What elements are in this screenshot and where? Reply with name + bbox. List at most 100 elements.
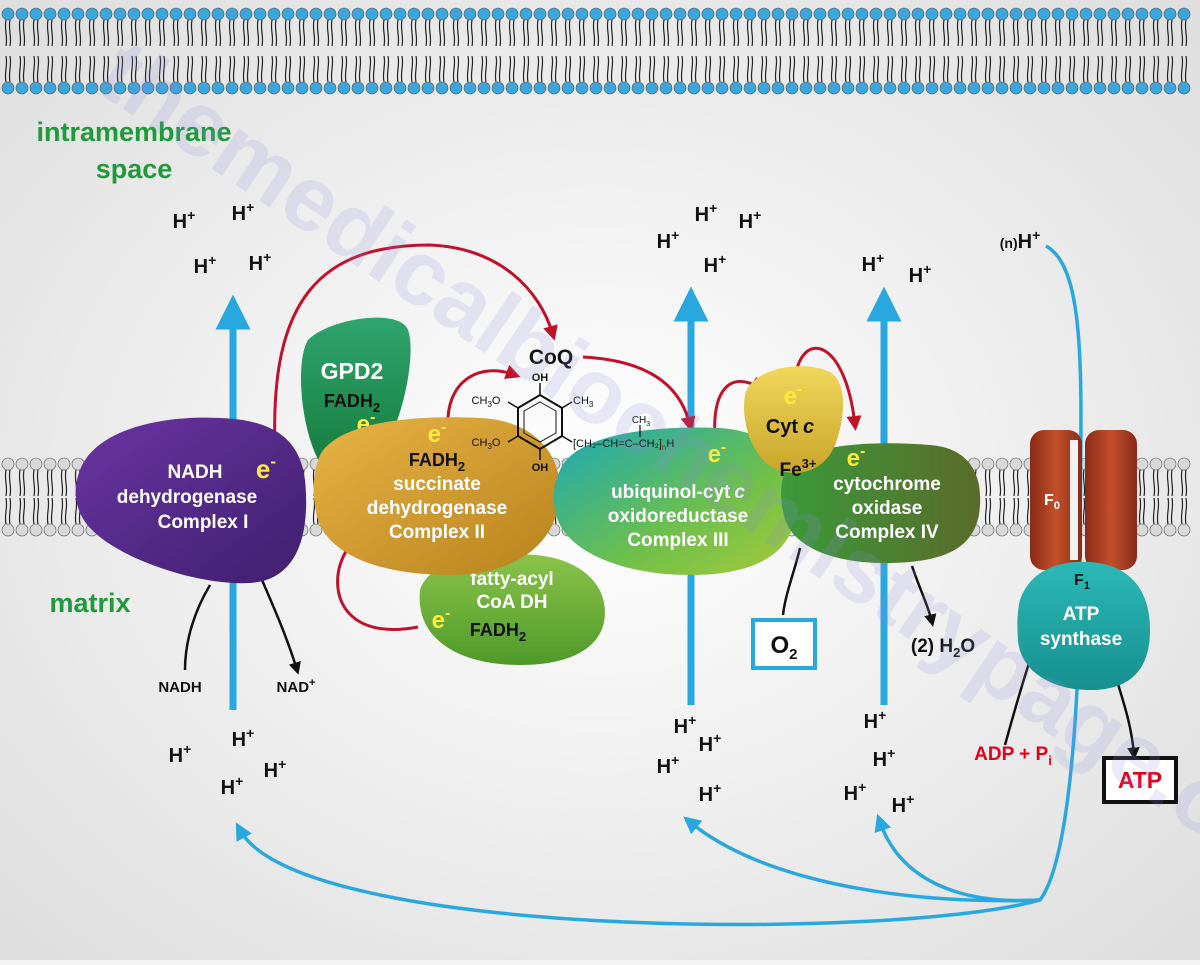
lipid-head bbox=[351, 81, 365, 95]
lipid-tail bbox=[1124, 19, 1128, 47]
complex-ii-fadh2: FADH2 bbox=[409, 450, 465, 474]
lipid-tail bbox=[46, 497, 50, 525]
lipid-tail bbox=[60, 469, 64, 497]
lipid-tail bbox=[1138, 497, 1142, 525]
lipid-tail bbox=[74, 19, 78, 47]
lipid-tail bbox=[1152, 497, 1156, 525]
gpd2-fadh2: FADH2 bbox=[324, 391, 380, 415]
lipid-tail bbox=[746, 55, 750, 83]
complex-i-label-2: dehydrogenase bbox=[117, 487, 257, 508]
lipid-tail bbox=[88, 19, 92, 47]
lipid-tail bbox=[1016, 497, 1020, 525]
o2-box bbox=[751, 618, 817, 670]
lipid-tail bbox=[1124, 55, 1128, 83]
lipid-tail bbox=[540, 55, 544, 83]
lipid-tail bbox=[886, 55, 890, 83]
complex-ii-blob bbox=[313, 417, 560, 575]
lipid-head bbox=[169, 81, 183, 95]
lipid-tail bbox=[232, 19, 236, 47]
lipid-tail bbox=[918, 19, 922, 47]
lipid-head bbox=[155, 81, 169, 95]
lipid-head bbox=[225, 7, 239, 21]
lipid-head bbox=[981, 457, 995, 471]
proton-labels: H+H+H+H+H+H+H+H+H+H+H+H+H+H+H+H+H+H+H+H+… bbox=[169, 199, 932, 817]
lipid-tail bbox=[190, 19, 194, 47]
lipid-tail bbox=[680, 55, 684, 83]
lipid-tail bbox=[46, 55, 50, 83]
lipid-tail bbox=[1152, 19, 1156, 47]
lipid-head bbox=[113, 81, 127, 95]
lipid-tail bbox=[298, 19, 302, 47]
lipid-tail bbox=[1170, 19, 1174, 47]
lipid-tail bbox=[50, 55, 54, 83]
lipid-tail bbox=[32, 19, 36, 47]
lipid-head bbox=[561, 81, 575, 95]
lipid-head bbox=[169, 7, 183, 21]
lipid-tail bbox=[498, 55, 502, 83]
lipid-head bbox=[1051, 81, 1065, 95]
lipid-tail bbox=[788, 55, 792, 83]
lipid-head bbox=[337, 81, 351, 95]
bond-och3-bottom bbox=[507, 435, 519, 443]
lipid-tail bbox=[1142, 19, 1146, 47]
lipid-tail bbox=[624, 19, 628, 47]
lipid-head bbox=[547, 7, 561, 21]
lipid-tail bbox=[358, 19, 362, 47]
lipid-tail bbox=[606, 55, 610, 83]
lipid-head bbox=[925, 81, 939, 95]
lipid-tail bbox=[92, 19, 96, 47]
lipid-tail bbox=[400, 19, 404, 47]
atp-label: ATP bbox=[1118, 767, 1162, 793]
lipid-head bbox=[1009, 81, 1023, 95]
lipid-tail bbox=[1170, 55, 1174, 83]
lipid-head bbox=[407, 7, 421, 21]
lipid-head bbox=[211, 7, 225, 21]
lipid-tail bbox=[1142, 469, 1146, 497]
ch3o-top: CH3O bbox=[472, 395, 501, 409]
lipid-head bbox=[1177, 523, 1191, 537]
lipid-tail bbox=[1012, 469, 1016, 497]
lipid-head bbox=[1149, 523, 1163, 537]
lipid-head bbox=[673, 7, 687, 21]
lipid-tail bbox=[428, 19, 432, 47]
lipid-head bbox=[533, 7, 547, 21]
lipid-tail bbox=[120, 55, 124, 83]
lipid-tail bbox=[512, 19, 516, 47]
lipid-tail bbox=[32, 469, 36, 497]
lipid-tail bbox=[876, 55, 880, 83]
label-space: space bbox=[96, 154, 173, 184]
lipid-tail bbox=[344, 55, 348, 83]
lipid-tail bbox=[1142, 55, 1146, 83]
lipid-head bbox=[477, 81, 491, 95]
lipid-head bbox=[239, 7, 253, 21]
lipid-tail bbox=[1152, 469, 1156, 497]
nad-arrow bbox=[260, 579, 301, 675]
lipid-tail bbox=[270, 19, 274, 47]
lipid-tail bbox=[302, 55, 306, 83]
lipid-head bbox=[197, 7, 211, 21]
lipid-tail bbox=[162, 19, 166, 47]
lipid-head bbox=[1135, 457, 1149, 471]
lipid-head bbox=[673, 81, 687, 95]
lipid-tail bbox=[676, 55, 680, 83]
lipid-head bbox=[393, 81, 407, 95]
lipid-tail bbox=[456, 19, 460, 47]
lipid-tail bbox=[46, 469, 50, 497]
lipid-tail bbox=[886, 19, 890, 47]
lipid-tail bbox=[74, 55, 78, 83]
lipid-head bbox=[1023, 81, 1037, 95]
lipid-tail bbox=[554, 19, 558, 47]
lipid-head bbox=[323, 7, 337, 21]
lipid-tail bbox=[200, 19, 204, 47]
lipid-tail bbox=[120, 19, 124, 47]
lipid-tail bbox=[428, 55, 432, 83]
lipid-head bbox=[127, 7, 141, 21]
lipid-head bbox=[729, 81, 743, 95]
lipid-head bbox=[995, 7, 1009, 21]
lipid-head bbox=[71, 7, 85, 21]
lipid-tail bbox=[508, 55, 512, 83]
lipid-tail bbox=[246, 19, 250, 47]
lipid-tail bbox=[592, 55, 596, 83]
oh-bottom: OH bbox=[532, 462, 549, 474]
lipid-tail bbox=[484, 55, 488, 83]
